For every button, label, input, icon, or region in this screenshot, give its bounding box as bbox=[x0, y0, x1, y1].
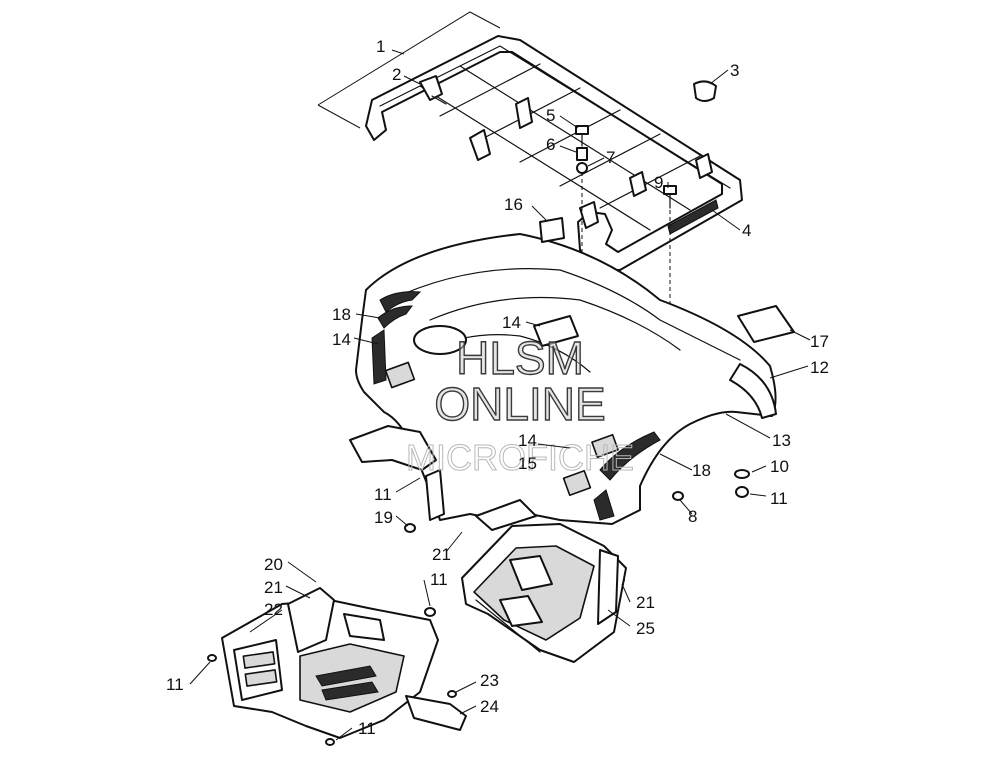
callout-4: 4 bbox=[742, 221, 751, 240]
callout-23: 23 bbox=[480, 671, 499, 690]
footwell-right bbox=[461, 523, 627, 663]
callout-21-right: 21 bbox=[636, 593, 655, 612]
callout-18-left: 18 bbox=[332, 305, 351, 324]
watermark-line-2: ONLINE bbox=[434, 378, 605, 430]
callout-14-left: 14 bbox=[332, 330, 351, 349]
watermark: HLSM ONLINE MICROFICHE bbox=[406, 331, 635, 478]
decal-17 bbox=[737, 305, 795, 343]
callout-11-mid: 11 bbox=[374, 485, 392, 504]
callout-12: 12 bbox=[810, 358, 829, 377]
hardware bbox=[207, 80, 750, 746]
callout-6: 6 bbox=[546, 135, 555, 154]
callout-1: 1 bbox=[376, 37, 385, 56]
callout-16: 16 bbox=[504, 195, 523, 214]
callout-7: 7 bbox=[606, 148, 615, 167]
callout-25: 25 bbox=[636, 619, 655, 638]
callout-numbers: 1 2 3 4 5 6 7 9 16 17 12 13 10 11 18 8 1… bbox=[166, 37, 829, 738]
callout-10: 10 bbox=[770, 457, 789, 476]
callout-11-foot: 11 bbox=[430, 570, 448, 589]
leader-lines bbox=[189, 49, 811, 741]
callout-18-right: 18 bbox=[692, 461, 711, 480]
callout-19: 19 bbox=[374, 508, 393, 527]
callout-15: 15 bbox=[518, 454, 537, 473]
callout-3: 3 bbox=[730, 61, 739, 80]
callout-11-right: 11 bbox=[770, 489, 788, 508]
callout-8: 8 bbox=[688, 507, 697, 526]
callout-5: 5 bbox=[546, 106, 555, 125]
callout-21-left: 21 bbox=[264, 578, 283, 597]
callout-21-mid: 21 bbox=[432, 545, 451, 564]
decal-16 bbox=[539, 217, 565, 243]
callout-22: 22 bbox=[264, 600, 283, 619]
callout-11-far-left: 11 bbox=[166, 675, 184, 694]
rear-rack bbox=[317, 11, 743, 271]
callout-20: 20 bbox=[264, 555, 283, 574]
rear-fender bbox=[349, 233, 777, 531]
watermark-line-1: HLSM bbox=[456, 332, 584, 384]
callout-14-center: 14 bbox=[518, 431, 537, 450]
footwell-left bbox=[221, 587, 439, 739]
callout-13: 13 bbox=[772, 431, 791, 450]
watermark-line-3: MICROFICHE bbox=[406, 437, 634, 478]
callout-17: 17 bbox=[810, 332, 829, 351]
callout-24: 24 bbox=[480, 697, 499, 716]
callout-14-top: 14 bbox=[502, 313, 521, 332]
callout-9: 9 bbox=[654, 173, 663, 192]
callout-2: 2 bbox=[392, 65, 401, 84]
bracket-24 bbox=[405, 695, 467, 731]
callout-11-bottom: 11 bbox=[358, 719, 376, 738]
